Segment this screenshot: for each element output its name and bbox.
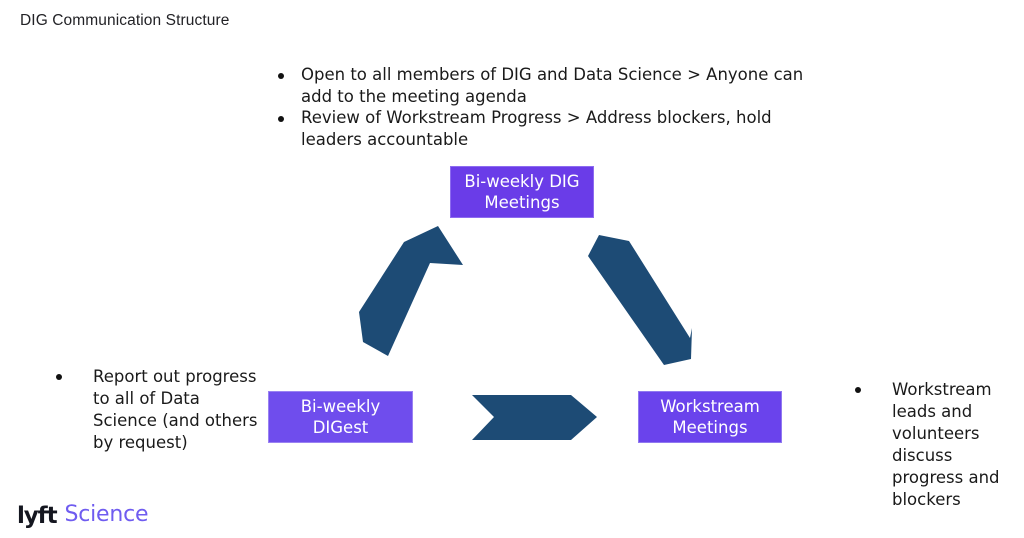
arrow-up-right-icon [359, 226, 463, 356]
science-wordmark: Science [64, 502, 149, 527]
node-digest-line1: Bi-weekly [300, 397, 381, 416]
left-bullet-list: Report out progress to all of Data Scien… [46, 366, 262, 454]
node-workstream-line1: Workstream [660, 397, 760, 416]
top-bullet-list: Open to all members of DIG and Data Scie… [266, 64, 806, 150]
list-item: Review of Workstream Progress > Address … [266, 107, 806, 150]
node-dig-meetings-line2: Meetings [484, 193, 560, 212]
lyft-wordmark: lyft [17, 502, 58, 529]
page-title: DIG Communication Structure [20, 12, 230, 29]
node-dig-meetings: Bi-weekly DIG Meetings [450, 166, 594, 218]
right-bullet-list: Workstream leads and volunteers discuss … [845, 379, 1023, 511]
node-dig-meetings-line1: Bi-weekly DIG [464, 172, 580, 191]
node-digest: Bi-weekly DIGest [268, 391, 413, 443]
node-workstream-line2: Meetings [672, 418, 748, 437]
arrow-down-right-icon [588, 235, 692, 365]
list-item: Open to all members of DIG and Data Scie… [266, 64, 806, 107]
node-digest-line2: DIGest [312, 418, 369, 437]
arrow-right-icon [454, 395, 597, 440]
node-workstream-meetings: Workstream Meetings [638, 391, 782, 443]
list-item: Workstream leads and volunteers discuss … [845, 379, 1023, 511]
list-item: Report out progress to all of Data Scien… [46, 366, 262, 454]
lyft-science-logo: lyft Science [17, 500, 149, 530]
